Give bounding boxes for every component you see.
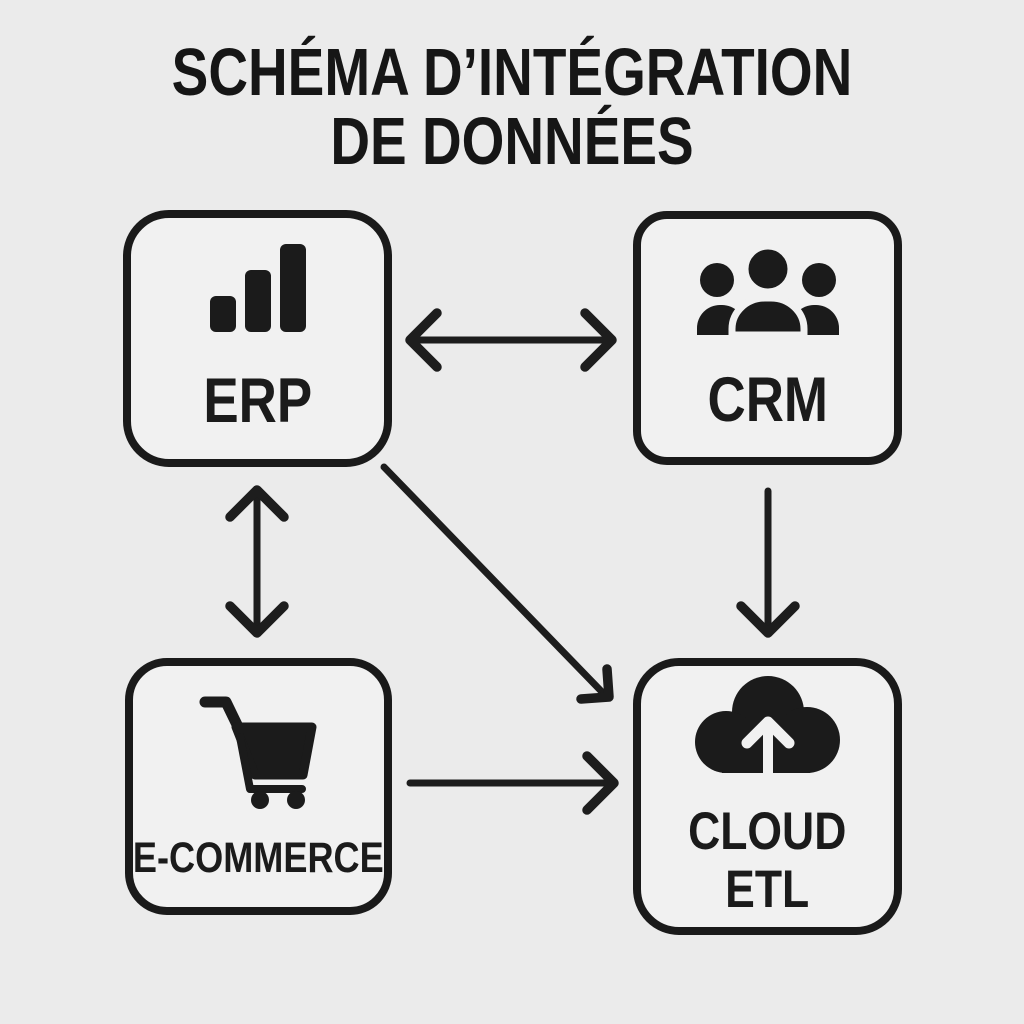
shopping-cart-icon xyxy=(198,693,320,809)
upload-arrow xyxy=(741,716,794,774)
arrow-head-down xyxy=(736,601,800,638)
arrow-shaft xyxy=(380,463,608,698)
cloud-etl-label-line-1: CLOUD xyxy=(688,802,847,862)
arrow-head-left xyxy=(405,308,442,372)
arrow-erp-cloudetl xyxy=(380,463,614,704)
node-erp-label: ERP xyxy=(203,366,312,436)
arrow-ecommerce-cloudetl xyxy=(406,751,619,815)
title-line-1: SCHÉMA D’INTÉGRATION xyxy=(171,35,853,110)
arrow-erp-crm xyxy=(405,308,617,372)
arrow-head-diagonal xyxy=(576,664,614,704)
arrow-erp-ecommerce xyxy=(225,485,289,638)
node-ecommerce-label: E-COMMERCE xyxy=(133,834,384,882)
users-icon xyxy=(696,244,839,335)
node-erp: ERP xyxy=(123,210,392,467)
node-crm-label: CRM xyxy=(707,364,828,435)
arrow-head-right xyxy=(580,308,617,372)
arrow-head-down xyxy=(225,601,289,638)
bar-chart-icon xyxy=(209,244,306,332)
node-cloud-etl: CLOUD ETL xyxy=(633,658,902,935)
node-crm: CRM xyxy=(633,211,902,465)
cloud-upload-icon xyxy=(692,675,844,783)
diagram-title: SCHÉMA D’INTÉGRATION DE DONNÉES xyxy=(92,38,932,176)
node-cloud-etl-label: CLOUD ETL xyxy=(688,802,847,919)
cloud-etl-label-line-2: ETL xyxy=(725,859,810,919)
node-ecommerce: E-COMMERCE xyxy=(125,658,392,915)
arrow-head-up xyxy=(225,485,289,522)
arrow-crm-cloudetl xyxy=(736,487,800,638)
title-line-2: DE DONNÉES xyxy=(330,104,694,179)
arrow-head-right xyxy=(582,751,619,815)
